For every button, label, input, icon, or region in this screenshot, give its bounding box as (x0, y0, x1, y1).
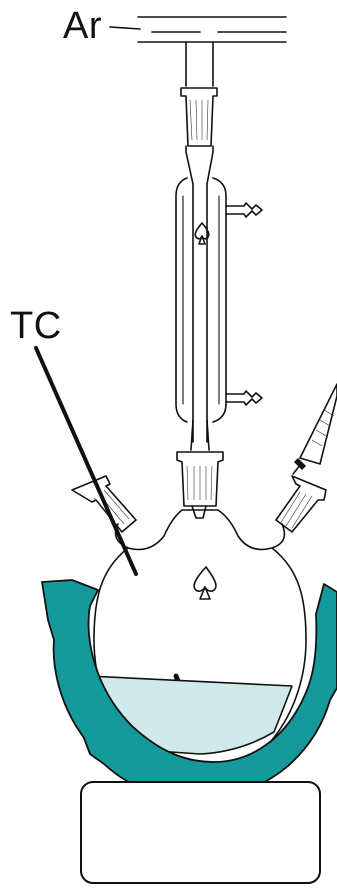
gas-inlet-adapter (138, 17, 286, 86)
flask-spade-icon (194, 567, 216, 599)
right-side-neck (276, 476, 326, 532)
top-ground-joint (181, 88, 217, 146)
center-ground-joint (177, 452, 223, 518)
thermocouple-label: TC (10, 305, 62, 347)
thermocouple-probe (36, 348, 136, 574)
reflux-condenser (176, 146, 262, 450)
syringe (293, 384, 337, 474)
stir-plate (81, 782, 320, 883)
gas-inlet-label: Ar (63, 5, 102, 47)
gas-inlet-leader-line (110, 27, 140, 29)
